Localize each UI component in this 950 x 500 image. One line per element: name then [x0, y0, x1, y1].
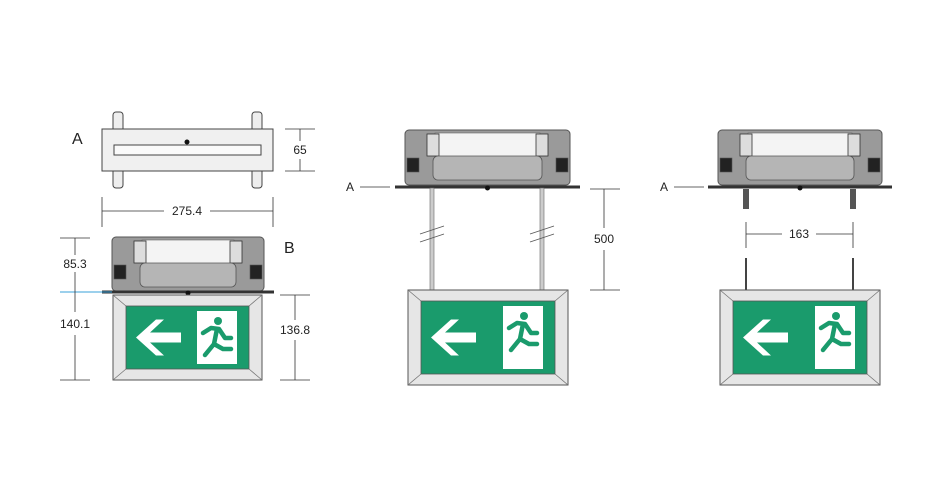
dimension-line-136 — [280, 294, 310, 381]
dimension-line-163 — [745, 222, 854, 248]
man-body — [200, 325, 234, 358]
arrow-left-icon — [743, 319, 788, 356]
man-head — [832, 312, 840, 320]
terminal-block — [133, 240, 147, 264]
running-man-icon — [200, 317, 234, 358]
dimension-500: 500 — [594, 232, 614, 246]
break-mark — [419, 225, 445, 243]
battery-compartment — [434, 132, 541, 158]
connector — [406, 157, 420, 173]
screw-dot — [185, 290, 191, 296]
arrow-left-icon — [136, 319, 181, 356]
frame-bevel — [407, 289, 569, 386]
terminal-block — [847, 133, 861, 157]
battery-tube — [432, 155, 543, 181]
suspension-rod — [539, 187, 545, 291]
top-slot — [113, 144, 262, 156]
terminal-block — [535, 133, 549, 157]
connector — [867, 157, 881, 173]
side-view-dimensions: B 85.3 140.1 136.8 — [60, 237, 310, 381]
view-label-b: B — [284, 240, 295, 257]
man-head — [520, 312, 528, 320]
connector — [555, 157, 569, 173]
connector — [719, 157, 733, 173]
wire-clip — [850, 189, 856, 209]
dimension-line-500 — [590, 188, 620, 291]
dimension-136-8: 136.8 — [280, 323, 310, 337]
connector — [113, 264, 127, 280]
man-body — [818, 320, 852, 353]
suspension-rod — [429, 187, 435, 291]
terminal-block — [426, 133, 440, 157]
break-mark — [529, 225, 555, 243]
running-man-icon — [506, 312, 540, 353]
battery-compartment — [747, 132, 853, 158]
ceiling-label-a: A — [346, 180, 354, 194]
terminal-block — [739, 133, 753, 157]
battery-tube — [139, 262, 237, 288]
wire-hung-view-dimensions: A 163 — [660, 180, 854, 248]
running-man-icon — [818, 312, 852, 353]
dimension-85-3: 85.3 — [63, 257, 87, 271]
arrow-left-icon — [431, 319, 476, 356]
suspended-view-dimensions: A 500 — [346, 180, 620, 291]
dimension-275-4: 275.4 — [172, 204, 202, 218]
top-view-a: A 65 275.4 — [72, 111, 315, 227]
connector — [249, 264, 263, 280]
terminal-block — [229, 240, 243, 264]
wire-hung-view — [708, 129, 892, 386]
screw-dot — [184, 139, 190, 145]
wire-clip — [743, 189, 749, 209]
screw-dot — [485, 185, 490, 191]
dimension-140-1: 140.1 — [60, 317, 90, 331]
dimension-65: 65 — [293, 143, 307, 157]
dimension-line-left — [60, 237, 90, 381]
man-body — [506, 320, 540, 353]
frame-bevel — [719, 289, 881, 386]
battery-tube — [745, 155, 855, 181]
view-label-a: A — [72, 131, 83, 148]
dimension-line-275 — [101, 197, 274, 227]
ceiling-label-a: A — [660, 180, 668, 194]
frame-bevel — [112, 294, 263, 381]
dimension-163: 163 — [789, 227, 809, 241]
dimension-line-65 — [285, 128, 315, 172]
screw-dot — [797, 185, 803, 191]
battery-compartment — [141, 239, 235, 265]
man-head — [214, 317, 222, 325]
suspended-view — [395, 129, 580, 386]
side-view-b — [102, 236, 274, 381]
